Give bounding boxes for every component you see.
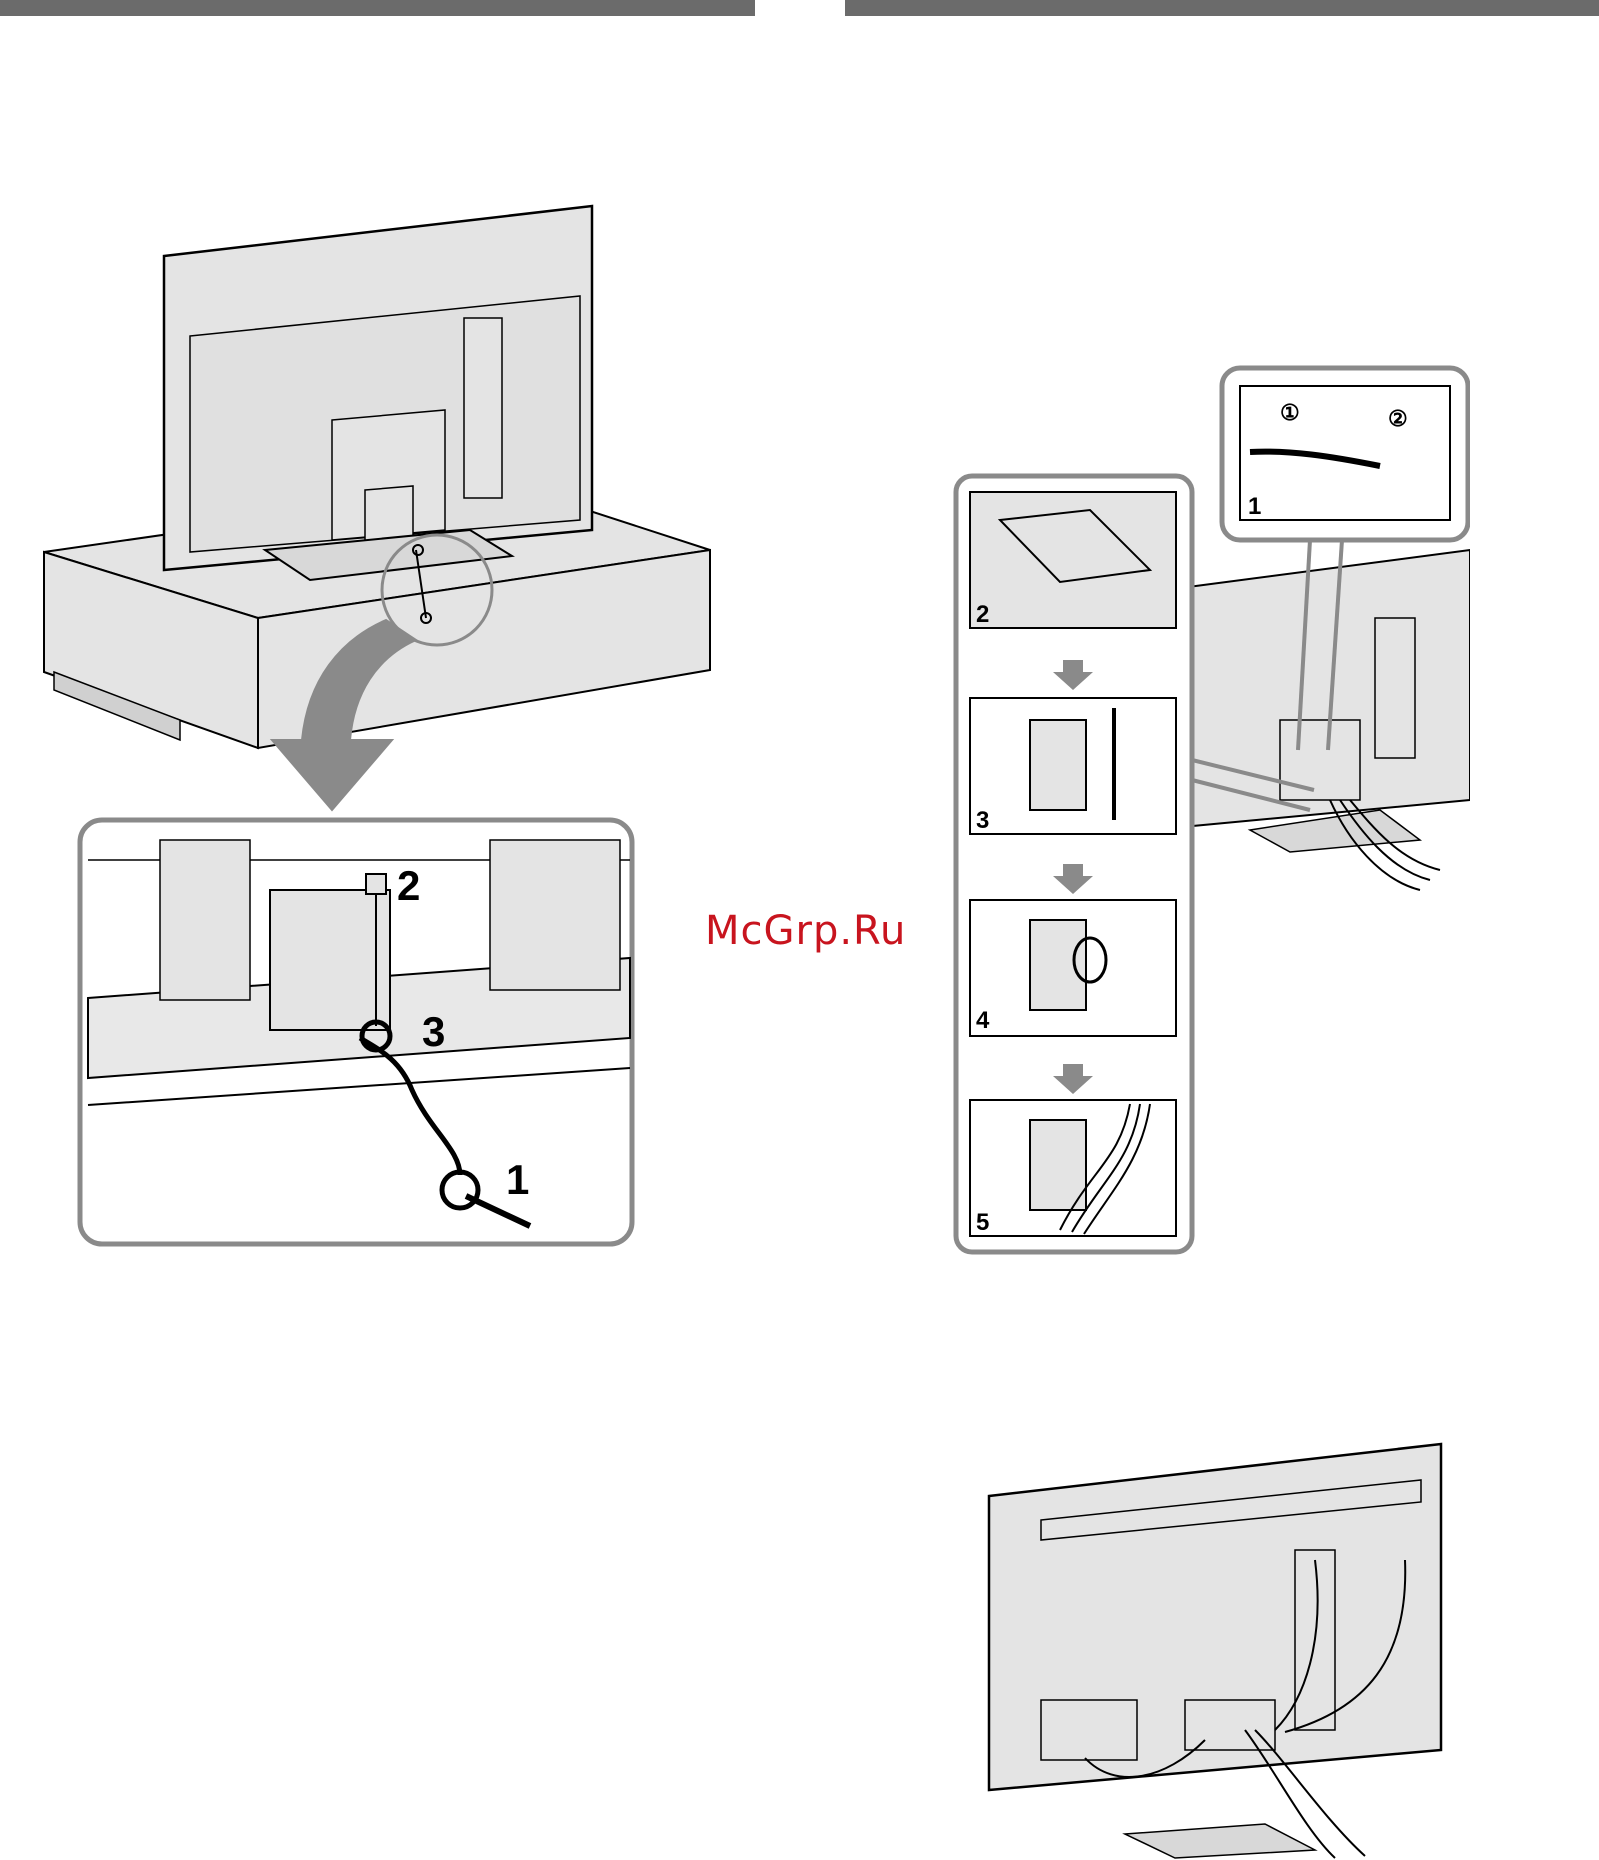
tv-back-cables-bundled-illustration [985,1440,1445,1860]
inset-circled-1: ① [1280,400,1300,425]
section-header-bar-right [845,0,1599,16]
panel-step-4: 4 [976,1007,990,1034]
panel-step-2: 2 [976,601,989,628]
left-step-1: 1 [506,1156,529,1203]
cable-management-illustration: 1 ① ② 2 3 4 5 [950,360,1470,1260]
inset-circled-2: ② [1388,406,1408,431]
inset-step-1: 1 [1248,493,1261,520]
left-step-3: 3 [422,1008,445,1055]
panel-step-5: 5 [976,1209,989,1236]
panel-step-3: 3 [976,807,989,834]
watermark: McGrp.Ru [705,908,906,954]
tv-on-cabinet-illustration: 2 3 1 [40,200,720,1260]
section-header-bar-left [0,0,755,16]
left-step-2: 2 [397,862,420,909]
